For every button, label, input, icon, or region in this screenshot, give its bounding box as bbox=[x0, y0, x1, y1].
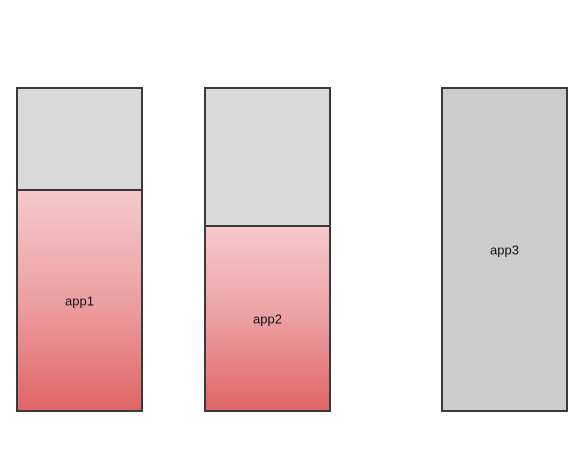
app1-fill: app1 bbox=[18, 189, 141, 410]
app3-label: app3 bbox=[490, 242, 519, 257]
app1-label: app1 bbox=[65, 293, 94, 308]
app3-column: app3 bbox=[441, 87, 568, 412]
app1-column: app1 bbox=[16, 87, 143, 412]
app2-column: app2 bbox=[204, 87, 331, 412]
app2-label: app2 bbox=[253, 311, 282, 326]
app2-fill: app2 bbox=[206, 225, 329, 410]
